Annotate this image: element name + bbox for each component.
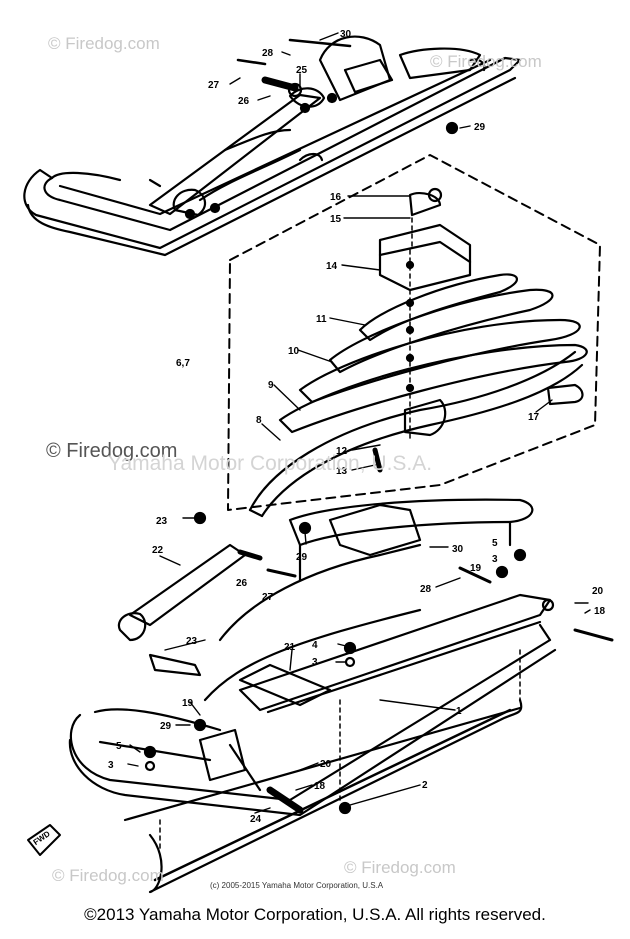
callout-19-right: 19 xyxy=(470,563,482,574)
fwd-label: FWD xyxy=(32,829,52,847)
callout-18-bottom: 18 xyxy=(314,781,326,792)
callout-5-right: 5 xyxy=(492,538,498,549)
callout-5-left: 5 xyxy=(116,741,122,752)
callout-30-b: 30 xyxy=(452,544,464,555)
callout-18-right: 18 xyxy=(594,606,606,617)
callout-15: 15 xyxy=(330,214,342,225)
callout-29-top: 29 xyxy=(474,122,486,133)
callout-27-top: 27 xyxy=(208,80,220,91)
callout-24: 24 xyxy=(250,814,262,825)
callout-27-b: 27 xyxy=(262,592,274,603)
watermark-mid-left: © Firedog.com xyxy=(46,440,178,462)
diagram-copyright: (c) 2005-2015 Yamaha Motor Corporation, … xyxy=(210,881,384,890)
upper-ski-assembly xyxy=(23,35,522,257)
callout-30-top: 30 xyxy=(340,29,352,40)
callout-labels: 30 28 27 25 26 29 16 15 14 11 6,7 10 9 8… xyxy=(32,29,606,847)
callout-11: 11 xyxy=(316,314,327,325)
callout-2: 2 xyxy=(422,780,428,791)
callout-13: 13 xyxy=(336,466,348,477)
callout-20-right: 20 xyxy=(592,586,604,597)
leaf-spring-stack xyxy=(248,187,588,518)
watermark-top-right: © Firedog.com xyxy=(430,52,542,71)
exploded-view-outline xyxy=(227,154,601,511)
watermark-mid-center: Yamaha Motor Corporation, U.S.A. xyxy=(108,452,433,475)
footer-copyright: ©2013 Yamaha Motor Corporation, U.S.A. A… xyxy=(84,905,546,924)
callout-26-b: 26 xyxy=(236,578,248,589)
callout-28-top: 28 xyxy=(262,48,274,59)
leader-lines xyxy=(127,32,591,814)
callout-12: 12 xyxy=(336,446,348,457)
callout-10: 10 xyxy=(288,346,300,357)
callout-19-left: 19 xyxy=(182,698,194,709)
callout-14: 14 xyxy=(326,261,338,272)
watermark-bottom-left: © Firedog.com xyxy=(52,866,164,885)
watermark-bottom-right: © Firedog.com xyxy=(344,858,456,877)
callout-29-b: 29 xyxy=(296,552,308,563)
callout-1: 1 xyxy=(456,706,462,717)
callout-22: 22 xyxy=(152,545,164,556)
watermark-top-left: © Firedog.com xyxy=(48,34,160,53)
callout-20-bottom: 20 xyxy=(320,759,332,770)
callout-8: 8 xyxy=(256,415,262,426)
callout-16: 16 xyxy=(330,192,342,203)
callout-25-top: 25 xyxy=(296,65,308,76)
callout-6-7: 6,7 xyxy=(176,358,190,369)
callout-4: 4 xyxy=(312,640,318,651)
callout-23-a: 23 xyxy=(156,516,168,527)
callout-3-right: 3 xyxy=(492,554,498,565)
callout-29-left: 29 xyxy=(160,721,172,732)
callout-28-b: 28 xyxy=(420,584,432,595)
callout-3-left: 3 xyxy=(108,760,114,771)
callout-21: 21 xyxy=(284,642,296,653)
callout-3-middle: 3 xyxy=(312,657,318,668)
lower-ski-assembly xyxy=(68,498,614,894)
callout-23-b: 23 xyxy=(186,636,198,647)
forward-arrow-icon xyxy=(27,824,61,856)
callout-26-top: 26 xyxy=(238,96,250,107)
callout-17: 17 xyxy=(528,412,540,423)
callout-9: 9 xyxy=(268,380,274,391)
